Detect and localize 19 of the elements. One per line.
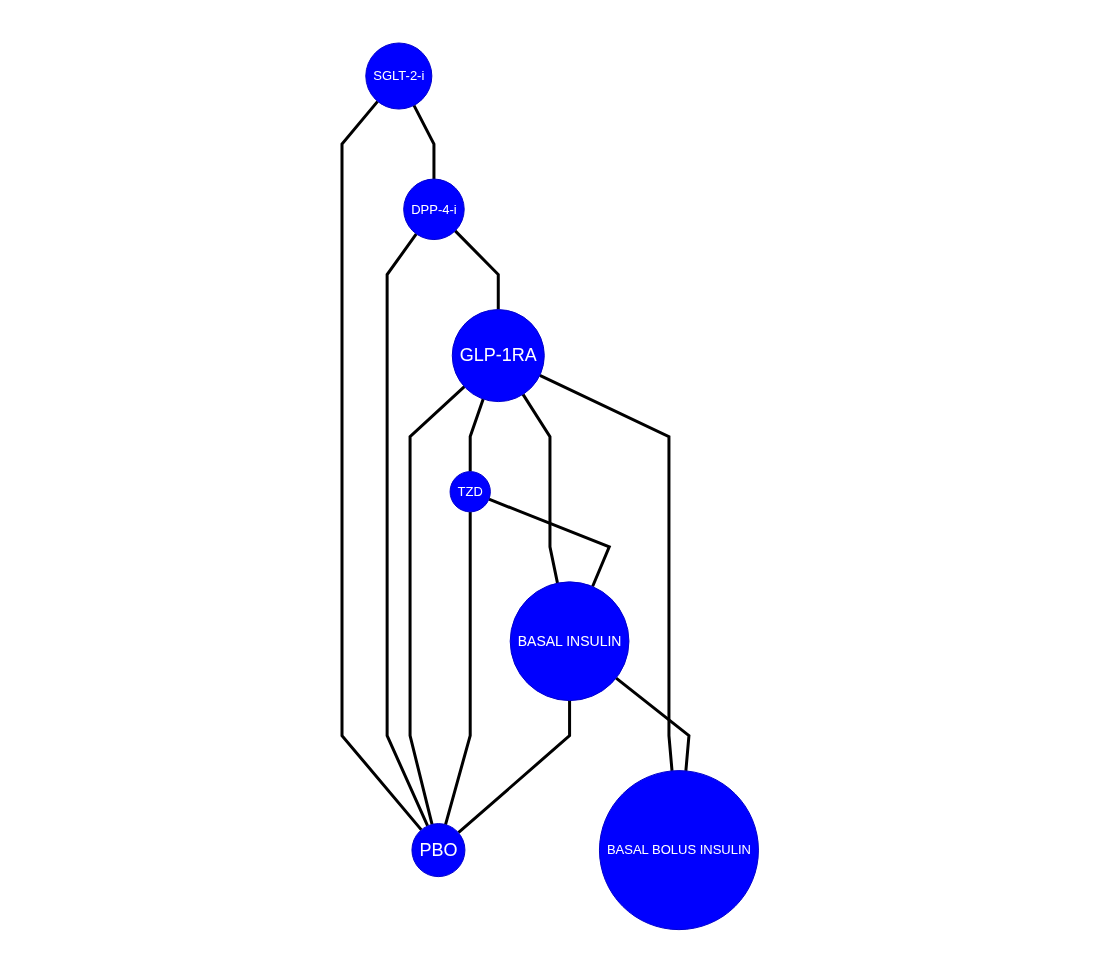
node-circle: SGLT-2-i xyxy=(365,42,433,110)
connector xyxy=(444,511,472,825)
connector xyxy=(468,398,485,472)
node-circle: GLP-1RA xyxy=(452,308,546,402)
connector xyxy=(488,497,612,587)
node-circle: DPP-4-i xyxy=(403,178,465,240)
connector xyxy=(522,393,560,584)
node-circle: BASAL BOLUS INSULIN xyxy=(599,769,760,930)
connector xyxy=(412,104,436,179)
node-circle: PBO xyxy=(411,822,466,877)
connector xyxy=(385,232,430,827)
connector xyxy=(408,385,466,825)
node-circle: BASAL INSULIN xyxy=(509,581,630,701)
node-circle: TZD xyxy=(449,470,492,513)
connector xyxy=(454,229,501,310)
connector xyxy=(340,100,423,831)
connector xyxy=(615,676,691,771)
connector xyxy=(539,373,674,771)
connector xyxy=(457,700,572,834)
